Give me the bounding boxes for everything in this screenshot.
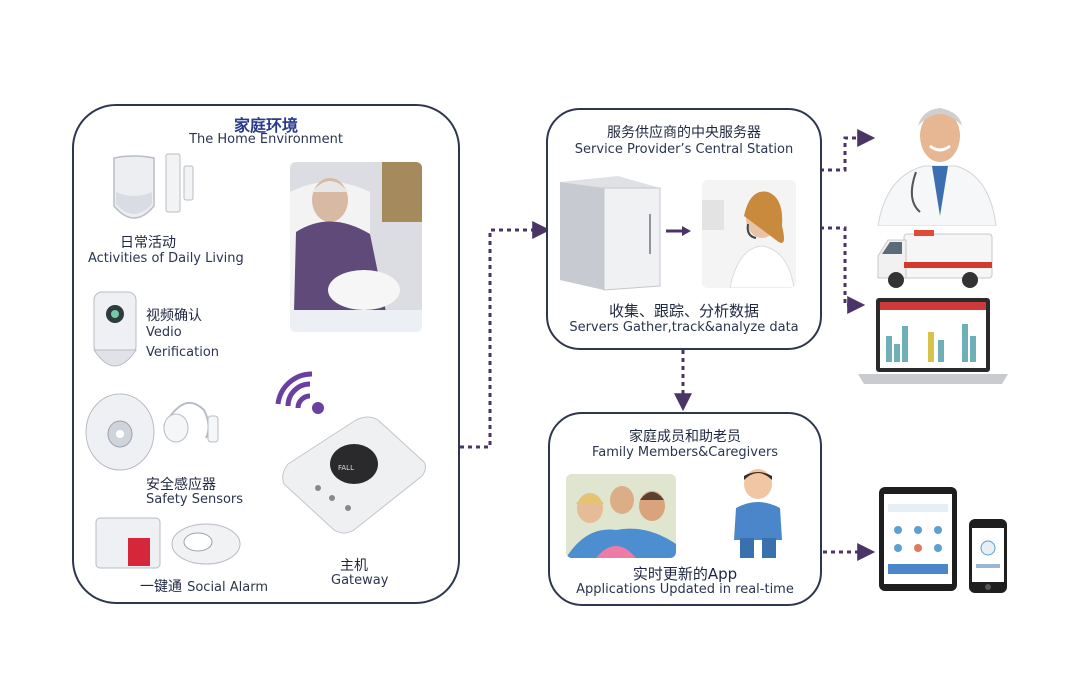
arrow-server-to-operator-icon (666, 226, 691, 236)
safety-label-cn: 安全感应器 (146, 477, 216, 493)
ambulance-icon (877, 230, 993, 288)
home-title-cn: 家庭环境 (233, 116, 298, 135)
video-label-en-2: Verification (146, 345, 220, 360)
central-title-cn: 服务供应商的中央服务器 (607, 125, 761, 141)
caregiver-figure-icon (734, 469, 782, 558)
alarm-label: 一键通 Social Alarm (140, 576, 268, 596)
wifi-signal-icon (275, 371, 324, 414)
doctor-icon (877, 108, 997, 226)
family-caption-cn: 实时更新的App (632, 565, 738, 583)
arrow-central-to-doctor (820, 129, 876, 172)
arrow-central-to-laptop (820, 226, 866, 314)
adl-label-cn: 日常活动 (120, 235, 176, 251)
smartphone-app-icon (969, 519, 1007, 593)
motion-sensor-icon (113, 153, 194, 219)
elderly-patient-photo (290, 162, 422, 332)
family-title-en: Family Members&Caregivers (591, 445, 779, 460)
alarm-label-en: Social Alarm (187, 580, 269, 595)
camera-icon (93, 291, 137, 367)
gateway-device-icon: FALL (282, 416, 427, 534)
server-icon (560, 176, 661, 291)
gateway-label-cn: 主机 (340, 558, 368, 574)
arrow-home-to-central (460, 221, 551, 449)
central-caption-cn: 收集、跟踪、分析数据 (608, 302, 759, 320)
laptop-dashboard-icon (858, 298, 1008, 384)
adl-label-en: Activities of Daily Living (88, 251, 244, 266)
social-alarm-icon (95, 517, 241, 569)
alarm-label-cn: 一键通 (140, 579, 182, 595)
smoke-detector-icon (85, 393, 219, 471)
central-caption-en: Servers Gather,track&analyze data (569, 320, 799, 335)
home-title-en: The Home Environment (189, 132, 343, 147)
call-center-operator-photo (702, 180, 796, 288)
gateway-device-text: FALL (338, 464, 354, 472)
family-photo (566, 474, 676, 558)
video-label-en-1: Vedio (146, 325, 182, 340)
central-title-en: Service Provider’s Central Station (574, 142, 794, 157)
family-title-cn: 家庭成员和助老员 (629, 429, 741, 445)
family-caption-en: Applications Updated in real-time (576, 582, 794, 597)
tablet-app-icon (879, 487, 957, 591)
safety-label-en: Safety Sensors (146, 492, 244, 507)
video-label-cn: 视频确认 (146, 308, 202, 324)
gateway-label-en: Gateway (331, 573, 389, 588)
